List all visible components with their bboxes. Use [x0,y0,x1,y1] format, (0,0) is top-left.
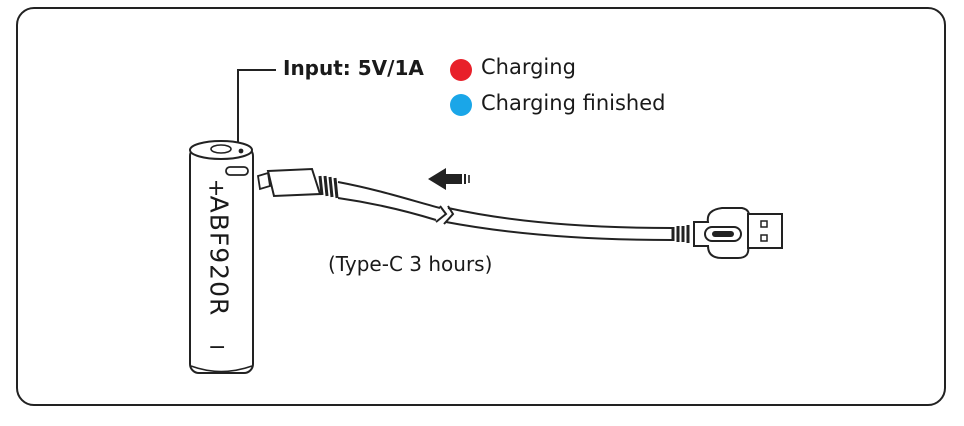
left-arrow-icon [428,168,470,190]
usb-a-plug [671,207,783,259]
legend-charging-finished: Charging finished [481,91,666,115]
cable-note: (Type-C 3 hours) [328,252,493,276]
indicator-led [238,148,244,154]
legend-charging: Charging [481,55,576,79]
battery-button [210,144,232,154]
usb-c-port [225,166,249,176]
red-status-dot-icon [450,59,472,81]
negative-terminal-label: − [208,335,227,360]
battery [189,140,254,374]
input-rating-label: Input: 5V/1A [283,56,424,80]
diagram-frame [16,7,946,406]
leader-line [237,69,276,148]
battery-model-label: ABF920R [204,195,234,317]
positive-terminal-label: + [207,176,226,201]
blue-status-dot-icon [450,94,472,116]
type-c-plug [256,167,339,199]
cable [337,181,673,241]
